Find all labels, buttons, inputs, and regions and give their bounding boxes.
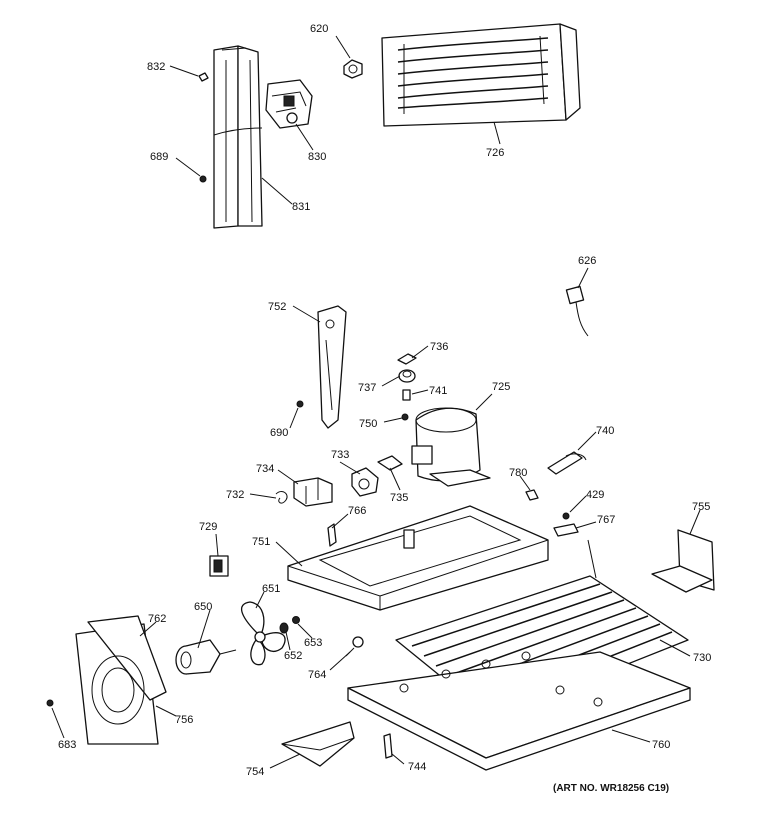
- part-650-motor: [175, 639, 237, 675]
- part-736-clip: [397, 353, 417, 365]
- callout-764: 764: [308, 669, 326, 681]
- callout-626: 626: [578, 255, 596, 267]
- callout-652: 652: [284, 650, 302, 662]
- part-830-switch: [265, 79, 313, 129]
- callout-725: 725: [492, 381, 510, 393]
- part-740-tube: [547, 451, 587, 475]
- callout-750: 750: [359, 418, 377, 430]
- callout-832: 832: [147, 61, 165, 73]
- part-683-screw: [46, 699, 54, 707]
- part-735-clip: [377, 455, 403, 471]
- callout-780: 780: [509, 467, 527, 479]
- callout-730: 730: [693, 652, 711, 664]
- callout-752: 752: [268, 301, 286, 313]
- part-755-bracket: [651, 529, 715, 593]
- part-832-clip: [198, 72, 209, 82]
- part-767-bracket: [553, 523, 579, 537]
- callout-762: 762: [148, 613, 166, 625]
- callout-734: 734: [256, 463, 274, 475]
- callout-760: 760: [652, 739, 670, 751]
- part-756-shroud: [75, 615, 167, 745]
- callout-751: 751: [252, 536, 270, 548]
- callout-831: 831: [292, 201, 310, 213]
- part-726-evaporator: [381, 23, 581, 127]
- callout-653: 653: [304, 637, 322, 649]
- part-754-wedge: [281, 721, 355, 767]
- callout-737: 737: [358, 382, 376, 394]
- callout-650: 650: [194, 601, 212, 613]
- callout-830: 830: [308, 151, 326, 163]
- part-651-fan-blade: [240, 601, 286, 666]
- part-741-sleeve: [402, 389, 411, 401]
- part-653-grommet: [292, 616, 300, 624]
- part-689-screw: [199, 175, 207, 183]
- part-751-base: [287, 505, 549, 611]
- part-733-relay: [351, 467, 379, 497]
- callout-733: 733: [331, 449, 349, 461]
- part-620-cap: [343, 59, 363, 79]
- callout-766: 766: [348, 505, 366, 517]
- part-652-grommet: [279, 622, 289, 634]
- part-760-pan: [347, 651, 691, 771]
- callout-labels: 620 726 832 830 689 831 626 752 736 737 …: [58, 23, 711, 794]
- callout-741: 741: [429, 385, 447, 397]
- part-690-screw: [296, 400, 304, 408]
- part-744-clip: [383, 733, 393, 759]
- part-429-screw: [562, 512, 570, 520]
- part-732-clip: [275, 491, 288, 504]
- callout-754: 754: [246, 766, 264, 778]
- part-750-bolt: [401, 413, 409, 421]
- part-737-grommet: [398, 369, 416, 383]
- callout-726: 726: [486, 147, 504, 159]
- callout-690: 690: [270, 427, 288, 439]
- callout-767: 767: [597, 514, 615, 526]
- part-752-strap: [317, 305, 347, 429]
- callout-736: 736: [430, 341, 448, 353]
- part-831-channel: [213, 45, 263, 229]
- part-725-compressor: [411, 407, 491, 487]
- callout-651: 651: [262, 583, 280, 595]
- callout-732: 732: [226, 489, 244, 501]
- callout-756: 756: [175, 714, 193, 726]
- callout-755: 755: [692, 501, 710, 513]
- callout-735: 735: [390, 492, 408, 504]
- callout-729: 729: [199, 521, 217, 533]
- callout-683: 683: [58, 739, 76, 751]
- leader-lines: [51, 35, 701, 769]
- part-734-overload: [293, 477, 333, 507]
- callout-744: 744: [408, 761, 426, 773]
- part-729-box: [209, 555, 229, 577]
- part-626-cord: [565, 285, 589, 337]
- callout-740: 740: [596, 425, 614, 437]
- callout-429: 429: [586, 489, 604, 501]
- part-766-clip: [327, 523, 337, 547]
- art-number: (ART NO. WR18256 C19): [553, 783, 669, 794]
- callout-689: 689: [150, 151, 168, 163]
- callout-620: 620: [310, 23, 328, 35]
- part-780-block: [525, 489, 539, 501]
